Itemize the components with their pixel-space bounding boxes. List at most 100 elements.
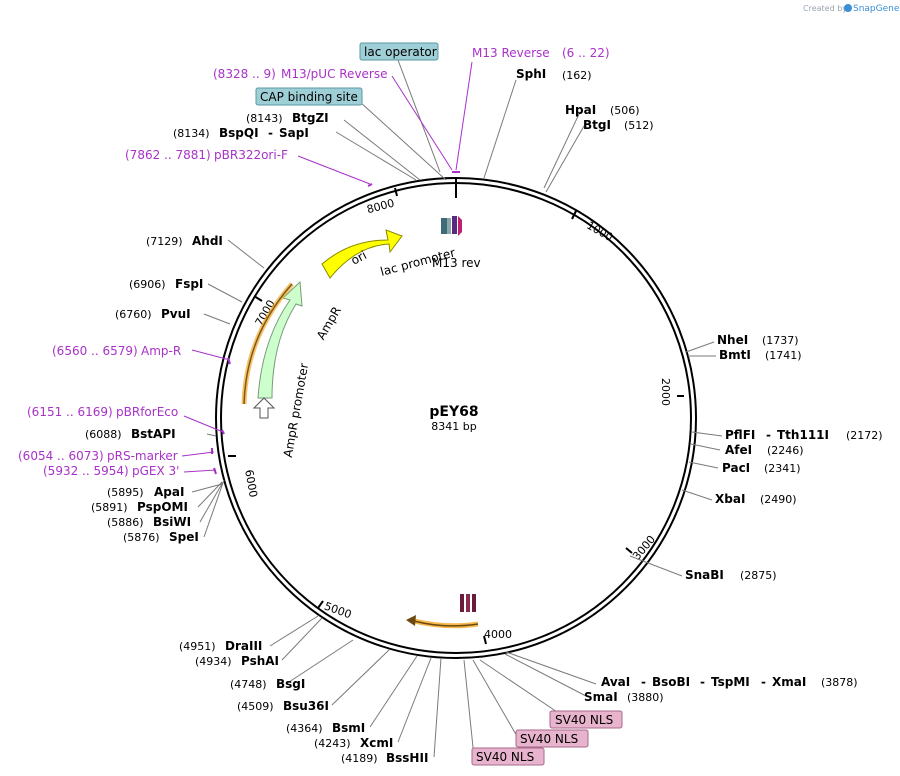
enzyme-sphi[interactable]: SphI: [516, 67, 546, 81]
enzyme-bmti[interactable]: BmtI: [719, 348, 751, 362]
enzyme-bsgi-pos: (4748): [230, 678, 267, 691]
ampr-primer-mark: [227, 357, 231, 365]
ruler-ticks: [228, 178, 684, 645]
sv40-nls-box-2[interactable]: [515, 729, 589, 748]
enzyme-spei[interactable]: SpeI: [169, 530, 199, 544]
plasmid-name: pEY68: [429, 404, 478, 420]
sv40-arc-core: [413, 620, 479, 627]
plasmid-size: 8341 bp: [431, 420, 476, 433]
enzyme-apai[interactable]: ApaI: [154, 485, 184, 499]
enzyme-bsu36i[interactable]: Bsu36I: [283, 699, 329, 713]
lac-operator-label: lac operator: [364, 45, 437, 59]
primer-m13puc-name[interactable]: M13/pUC Reverse: [281, 67, 388, 81]
primer-pbrforeco-name[interactable]: pBRforEco: [116, 405, 178, 419]
enzyme-snabi[interactable]: SnaBI: [685, 568, 724, 582]
tick-5000: [317, 600, 324, 609]
enzyme-btgi[interactable]: BtgI: [583, 118, 611, 132]
credit-prefix: Created by: [803, 4, 847, 13]
enzyme-bspqi[interactable]: BspQI: [219, 126, 259, 140]
tick-8000: [394, 187, 398, 197]
enzyme-xcmi[interactable]: XcmI: [360, 736, 393, 750]
enzyme-pspomi-pos: (5891): [91, 501, 128, 514]
enzyme-draiii[interactable]: DraIII: [225, 639, 262, 653]
enzyme-draiii-pos: (4951): [179, 640, 216, 653]
ruler-label-5000: 5000: [322, 600, 353, 622]
primer-m13-reverse-range: (6 .. 22): [562, 46, 610, 60]
primer-pbr322ori-name[interactable]: pBR322ori-F: [214, 148, 288, 162]
primer-leader-lines: [181, 61, 473, 473]
cap-block[interactable]: [447, 218, 451, 234]
pgex-mark: [213, 467, 217, 475]
ori-label: ori: [349, 248, 369, 268]
enzyme-pflfi-sep: -: [766, 428, 771, 442]
enzyme-bsiwi-pos: (5886): [107, 516, 144, 529]
enzyme-bstapi[interactable]: BstAPI: [131, 427, 176, 441]
sv40-nls-box-3[interactable]: [471, 747, 545, 766]
ampr-feature[interactable]: [257, 280, 303, 399]
primer-pgex-name[interactable]: pGEX 3': [132, 464, 179, 478]
enzyme-tspmi[interactable]: TspMI: [711, 675, 750, 689]
enzyme-fspi[interactable]: FspI: [175, 277, 203, 291]
ruler-label-2000: 2000: [659, 378, 672, 406]
enzyme-smai[interactable]: SmaI: [584, 690, 618, 704]
enzyme-hpai[interactable]: HpaI: [565, 103, 596, 117]
enzyme-bmti-pos: (1741): [765, 349, 802, 362]
ampr-promoter-feature[interactable]: [252, 397, 276, 419]
ruler-label-4000: 4000: [484, 628, 512, 641]
enzyme-bsiwi[interactable]: BsiWI: [153, 515, 191, 529]
enzyme-sphi-pos: (162): [562, 69, 592, 82]
enzyme-fspi-pos: (6906): [129, 278, 166, 291]
enzyme-paci[interactable]: PacI: [722, 461, 750, 475]
enzyme-btgzi[interactable]: BtgZI: [292, 111, 329, 125]
enzyme-xbai[interactable]: XbaI: [715, 492, 745, 506]
ampr-promoter-label: AmpR promoter: [281, 362, 311, 458]
m13-rev-block[interactable]: [452, 216, 457, 234]
sv40-marker-3[interactable]: [472, 594, 476, 612]
enzyme-spei-pos: (5876): [123, 531, 160, 544]
enzyme-ahdi[interactable]: AhdI: [192, 234, 223, 248]
cap-binding-box[interactable]: [255, 87, 363, 106]
enzyme-tth111i[interactable]: Tth111I: [777, 428, 829, 442]
sv40-marker-1[interactable]: [460, 594, 464, 612]
primer-m13-reverse-name[interactable]: M13 Reverse: [472, 46, 550, 60]
enzyme-xmai[interactable]: XmaI: [772, 675, 806, 689]
lac-operator-box[interactable]: [359, 42, 439, 61]
sv40-nls-box-1[interactable]: [549, 710, 623, 729]
ori-feature[interactable]: [321, 229, 403, 279]
enzyme-avai-sep1: -: [641, 675, 646, 689]
primer-pbrforeco-range: (6151 .. 6169): [27, 405, 113, 419]
sv40-nls-label-3: SV40 NLS: [476, 750, 534, 764]
tick-1000: [571, 210, 577, 220]
enzyme-pshai[interactable]: PshAI: [241, 654, 279, 668]
enzyme-bsobi[interactable]: BsoBI: [652, 675, 690, 689]
lac-operator-block[interactable]: [441, 218, 447, 234]
primer-m13puc-range: (8328 .. 9): [213, 67, 276, 81]
sv40-marker-2[interactable]: [466, 594, 470, 612]
enzyme-pspomi[interactable]: PspOMI: [137, 500, 188, 514]
primer-pbr322ori-range: (7862 .. 7881): [125, 148, 211, 162]
enzyme-avai[interactable]: AvaI: [601, 675, 630, 689]
m13-rev-label: M13 rev: [432, 256, 481, 270]
enzyme-apai-pos: (5895): [107, 486, 144, 499]
sv40-arrowhead: [406, 615, 416, 626]
enzyme-bsgi[interactable]: BsgI: [276, 677, 305, 691]
primer-ampr-name[interactable]: Amp-R: [141, 344, 181, 358]
enzyme-snabi-pos: (2875): [740, 569, 777, 582]
enzyme-nhei[interactable]: NheI: [717, 333, 748, 347]
primer-prs-marker-name[interactable]: pRS-marker: [107, 449, 178, 463]
tick-4000: [483, 635, 487, 645]
enzyme-sapi[interactable]: SapI: [279, 126, 309, 140]
enzyme-afei[interactable]: AfeI: [725, 443, 752, 457]
primer-pgex-range: (5932 .. 5954): [43, 464, 129, 478]
enzyme-avai-sep3: -: [761, 675, 766, 689]
enzyme-pvui[interactable]: PvuI: [161, 307, 191, 321]
enzyme-pflfi[interactable]: PflFI: [725, 428, 755, 442]
sv40-nls-label-2: SV40 NLS: [520, 732, 578, 746]
enzyme-bsshii[interactable]: BssHII: [386, 751, 428, 765]
enzyme-nhei-pos: (1737): [762, 334, 799, 347]
primer-prs-marker-range: (6054 .. 6073): [18, 449, 104, 463]
enzyme-bsmi[interactable]: BsmI: [332, 721, 365, 735]
enzyme-hpai-pos: (506): [610, 104, 640, 117]
enzyme-btgzi-pos: (8143): [246, 112, 283, 125]
